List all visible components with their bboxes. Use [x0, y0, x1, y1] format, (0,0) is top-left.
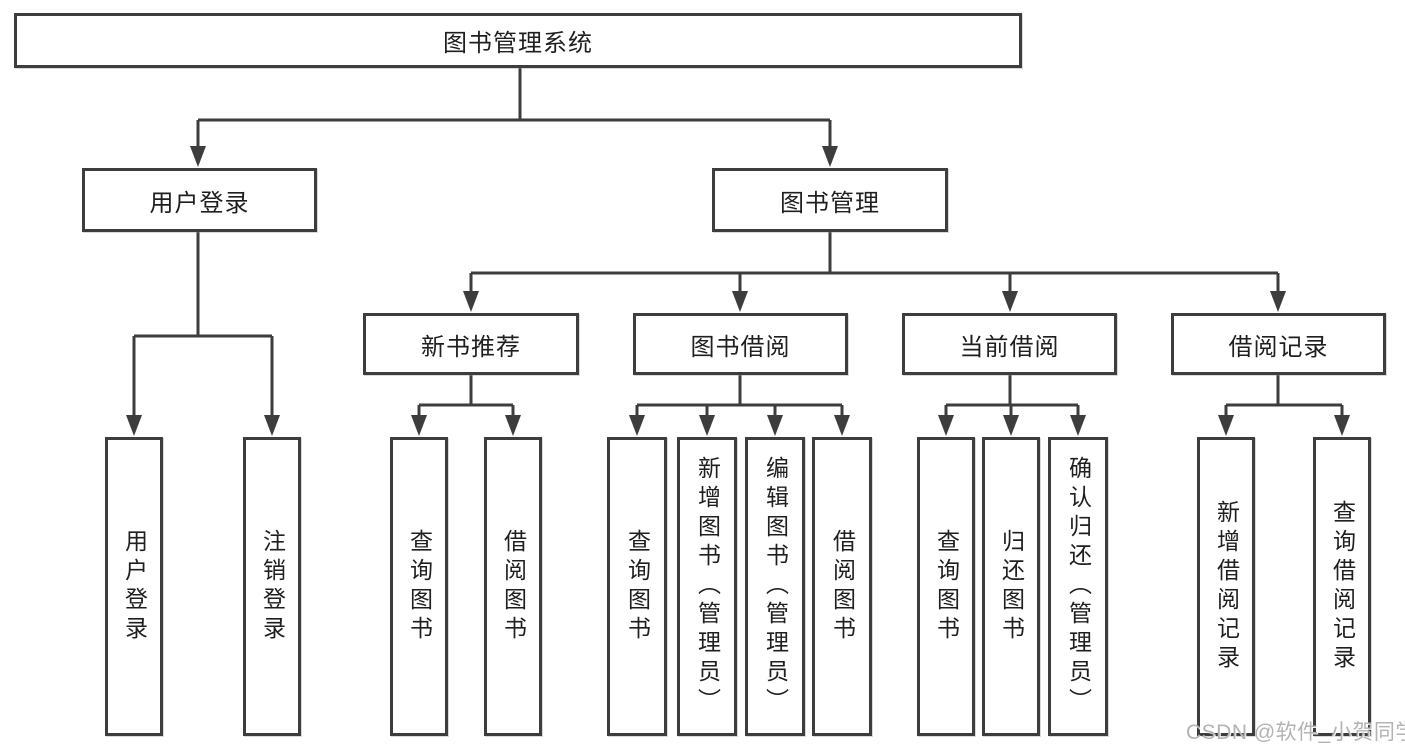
node-current-borrow: 当前借阅 — [902, 313, 1117, 375]
node-library-system: 图书管理系统 — [14, 13, 1022, 68]
arrowheads — [126, 146, 1350, 436]
csdn-watermark: CSDN @软件_小贺同学 — [1186, 721, 1405, 744]
connector-borrow-records — [1224, 375, 1344, 419]
node-new-book-recommend: 新书推荐 — [363, 313, 579, 375]
leaf-borrow-add-admin: 新增图书（管理员） — [677, 437, 737, 736]
connector-user-login — [132, 232, 274, 419]
leaf-newbook-borrow: 借阅图书 — [484, 437, 542, 736]
leaf-newbook-query: 查询图书 — [390, 437, 448, 736]
node-book-borrow: 图书借阅 — [633, 313, 848, 375]
leaf-current-query: 查询图书 — [917, 437, 975, 736]
connector-book-borrow — [635, 375, 844, 419]
leaf-borrow-edit-admin: 编辑图书（管理员） — [745, 437, 805, 736]
leaf-borrow-borrow: 借阅图书 — [812, 437, 872, 736]
leaf-user-login: 用户登录 — [105, 437, 163, 736]
leaf-records-add: 新增借阅记录 — [1197, 437, 1255, 736]
leaf-current-confirm-admin: 确认归还（管理员） — [1048, 437, 1108, 736]
connector-root — [196, 68, 832, 150]
connector-current-borrow — [944, 375, 1080, 419]
leaf-current-return: 归还图书 — [982, 437, 1040, 736]
node-borrow-records: 借阅记录 — [1171, 313, 1386, 375]
node-user-login: 用户登录 — [82, 168, 317, 232]
node-book-management: 图书管理 — [712, 168, 948, 232]
leaf-user-logout: 注销登录 — [243, 437, 301, 736]
leaf-borrow-query: 查询图书 — [607, 437, 667, 736]
connector-new-book — [417, 375, 515, 419]
leaf-records-query: 查询借阅记录 — [1313, 437, 1371, 736]
connector-book-management — [469, 232, 1280, 295]
